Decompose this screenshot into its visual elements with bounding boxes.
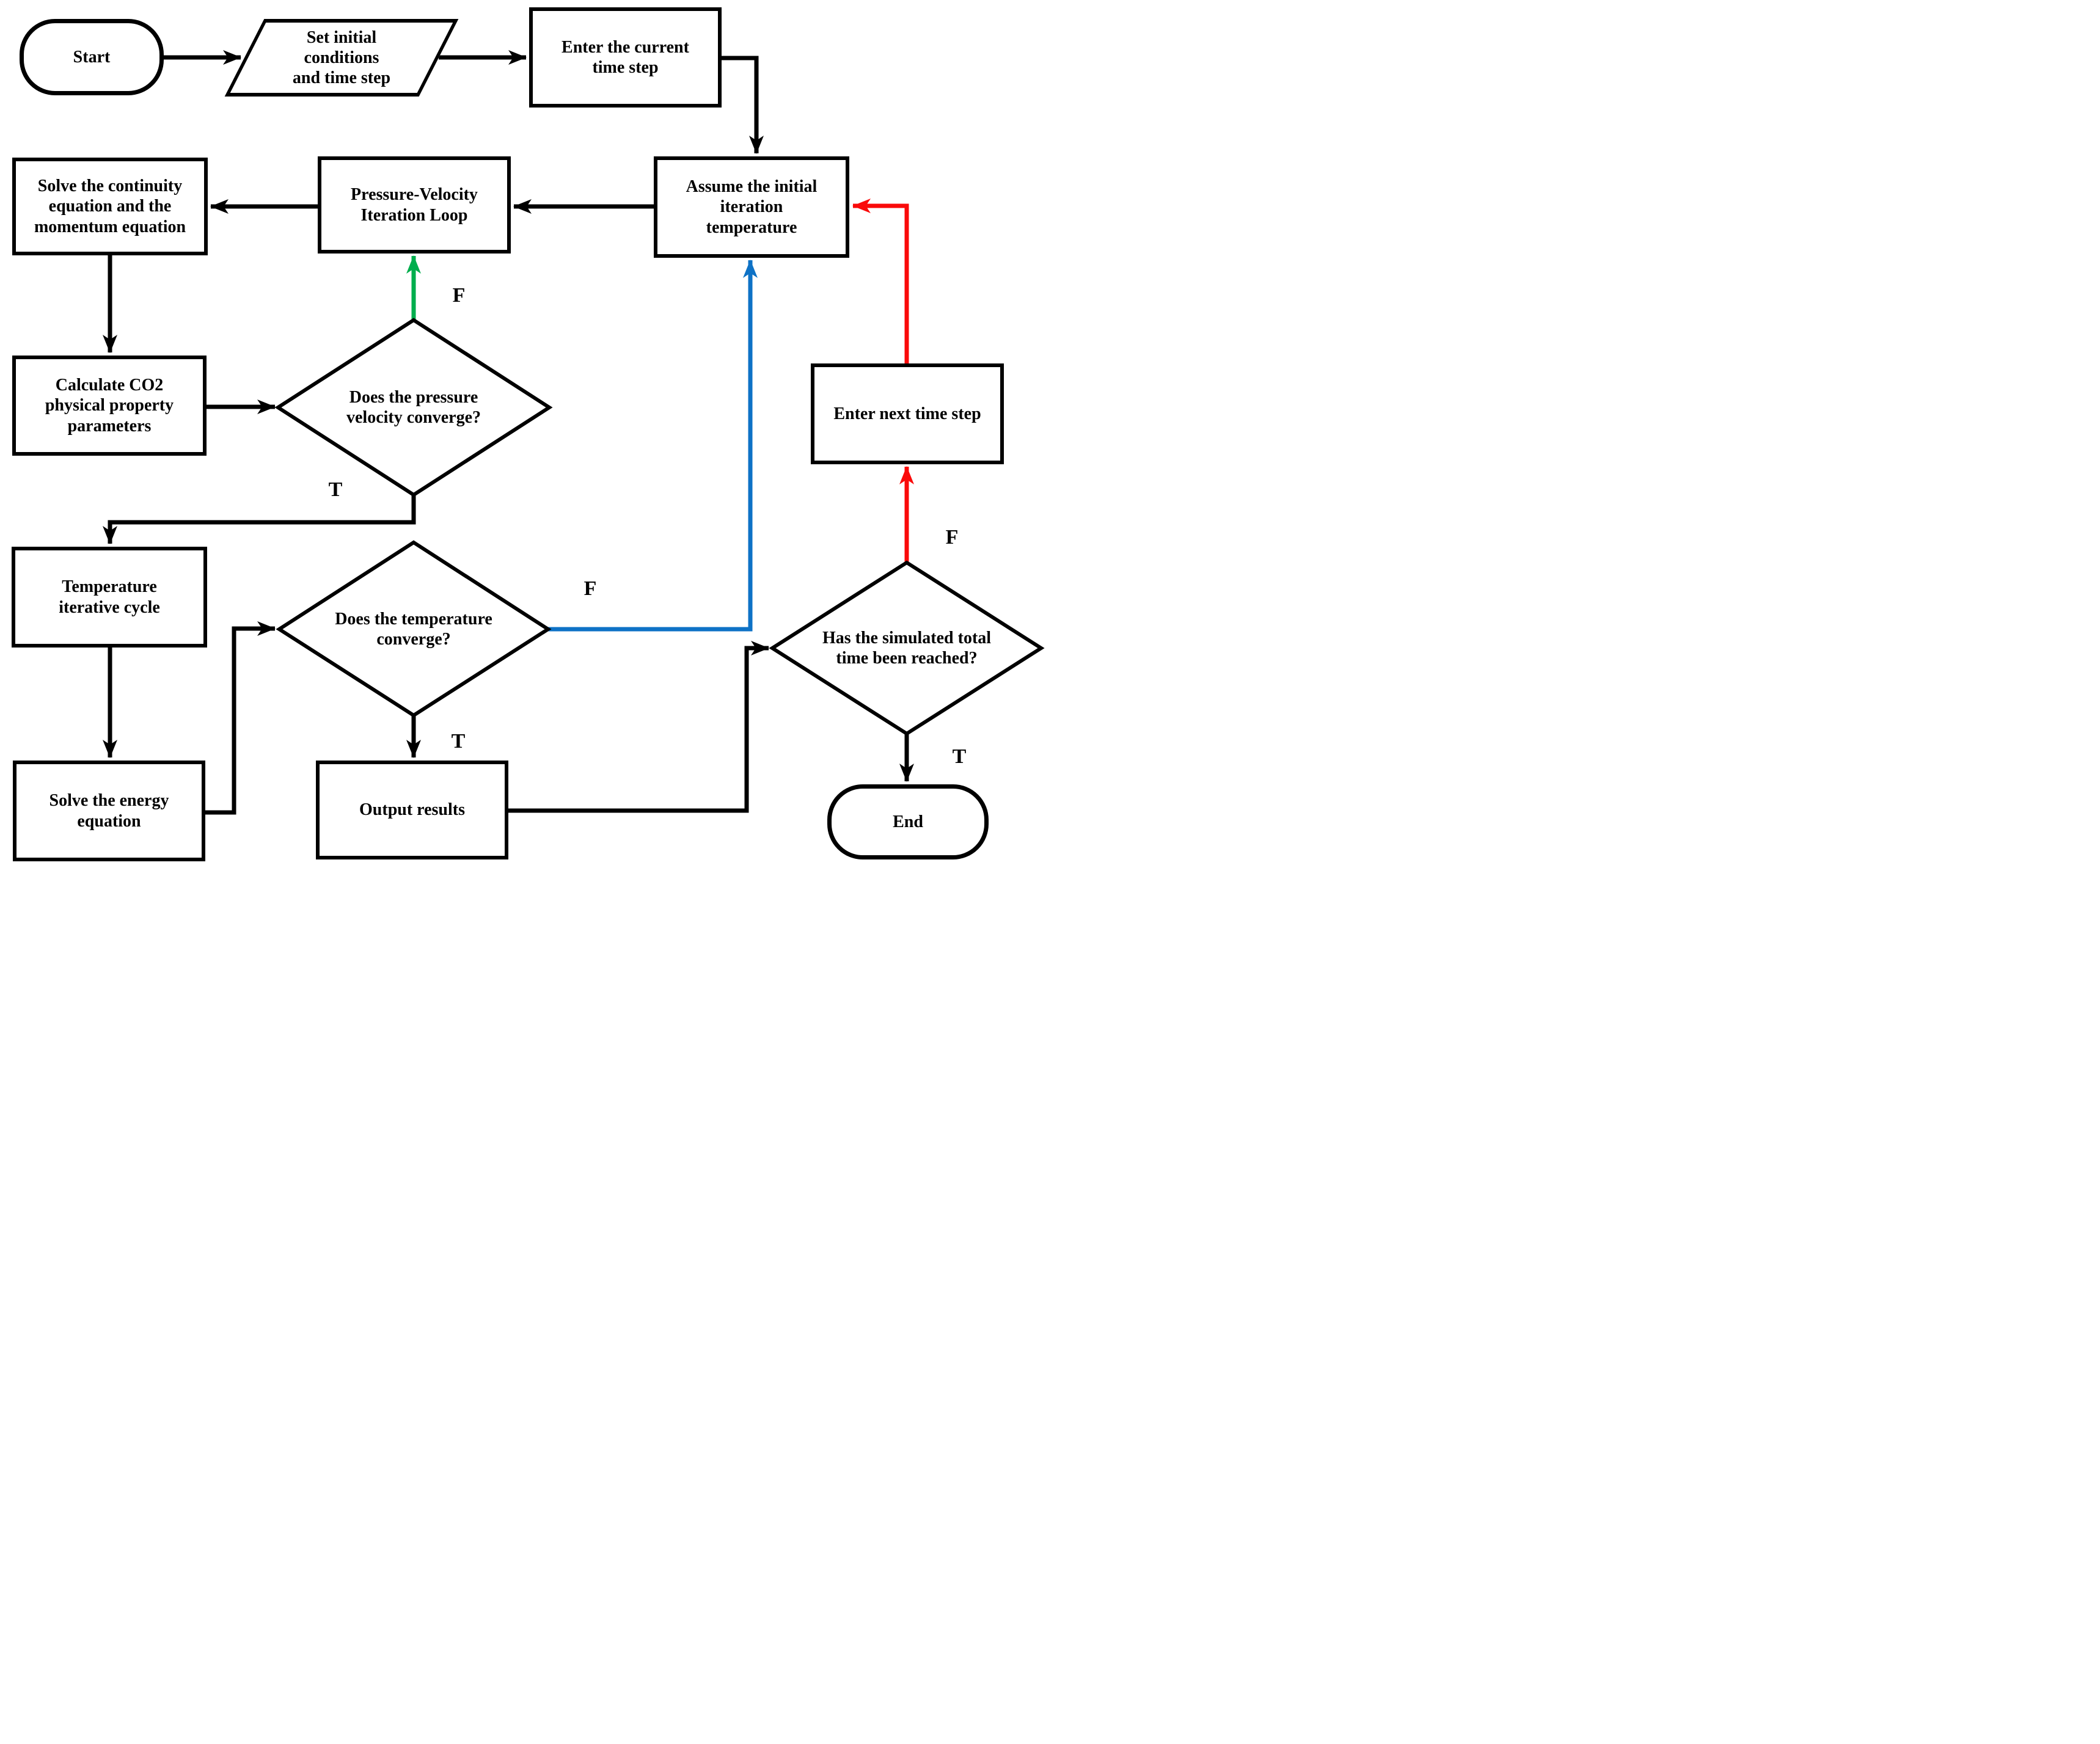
node-solve-energy: Solve the energy equation [13,761,205,861]
decision-temp-converge-shape [276,540,552,718]
edge-temp-converge-false-to-assume [548,260,758,632]
branch-label-time-true: T [952,745,967,768]
node-start: Start [20,19,164,95]
decision-time-reached-shape [769,560,1045,736]
connector-layer [103,50,1045,815]
flowchart: Start End Set initial conditions and tim… [0,0,1050,872]
node-solve-continuity-label: Solve the continuity equation and the mo… [34,177,186,236]
node-pv-loop: Pressure-Velocity Iteration Loop [318,156,511,254]
edge-enter-current-to-assume [722,56,764,154]
node-temp-cycle: Temperature iterative cycle [12,547,207,648]
node-pv-loop-label: Pressure-Velocity Iteration Loop [351,185,478,225]
edge-output-to-time-reached [508,641,769,813]
branch-label-pv-true: T [328,478,343,501]
node-enter-next-label: Enter next time step [833,404,981,423]
node-assume-initial: Assume the initial iteration temperature [654,156,849,258]
branch-label-temp-true: T [451,730,466,753]
node-solve-continuity: Solve the continuity equation and the mo… [12,158,208,255]
node-calc-co2: Calculate CO2 physical property paramete… [12,356,207,456]
edge-solve-energy-to-temp-converge [205,621,276,815]
branch-label-pv-false: F [452,284,466,307]
node-set-initial [224,19,459,97]
branch-label-temp-false: F [584,577,597,600]
decision-pv-converge-shape [274,318,553,497]
node-solve-energy-label: Solve the energy equation [49,791,169,831]
node-output-results-label: Output results [359,800,465,820]
node-temp-cycle-label: Temperature iterative cycle [59,577,160,617]
edge-enter-next-to-assume [852,199,909,363]
branch-label-time-false: F [945,526,959,549]
node-end-label: End [893,812,923,831]
node-end: End [827,784,989,859]
node-assume-initial-label: Assume the initial iteration temperature [686,177,818,237]
node-start-label: Start [73,47,111,67]
node-enter-current: Enter the current time step [529,7,722,108]
node-enter-next: Enter next time step [811,363,1004,464]
node-output-results: Output results [316,761,508,859]
node-calc-co2-label: Calculate CO2 physical property paramete… [45,376,174,436]
edge-pv-converge-true-to-temp-cycle [103,495,416,544]
node-enter-current-label: Enter the current time step [562,37,689,77]
